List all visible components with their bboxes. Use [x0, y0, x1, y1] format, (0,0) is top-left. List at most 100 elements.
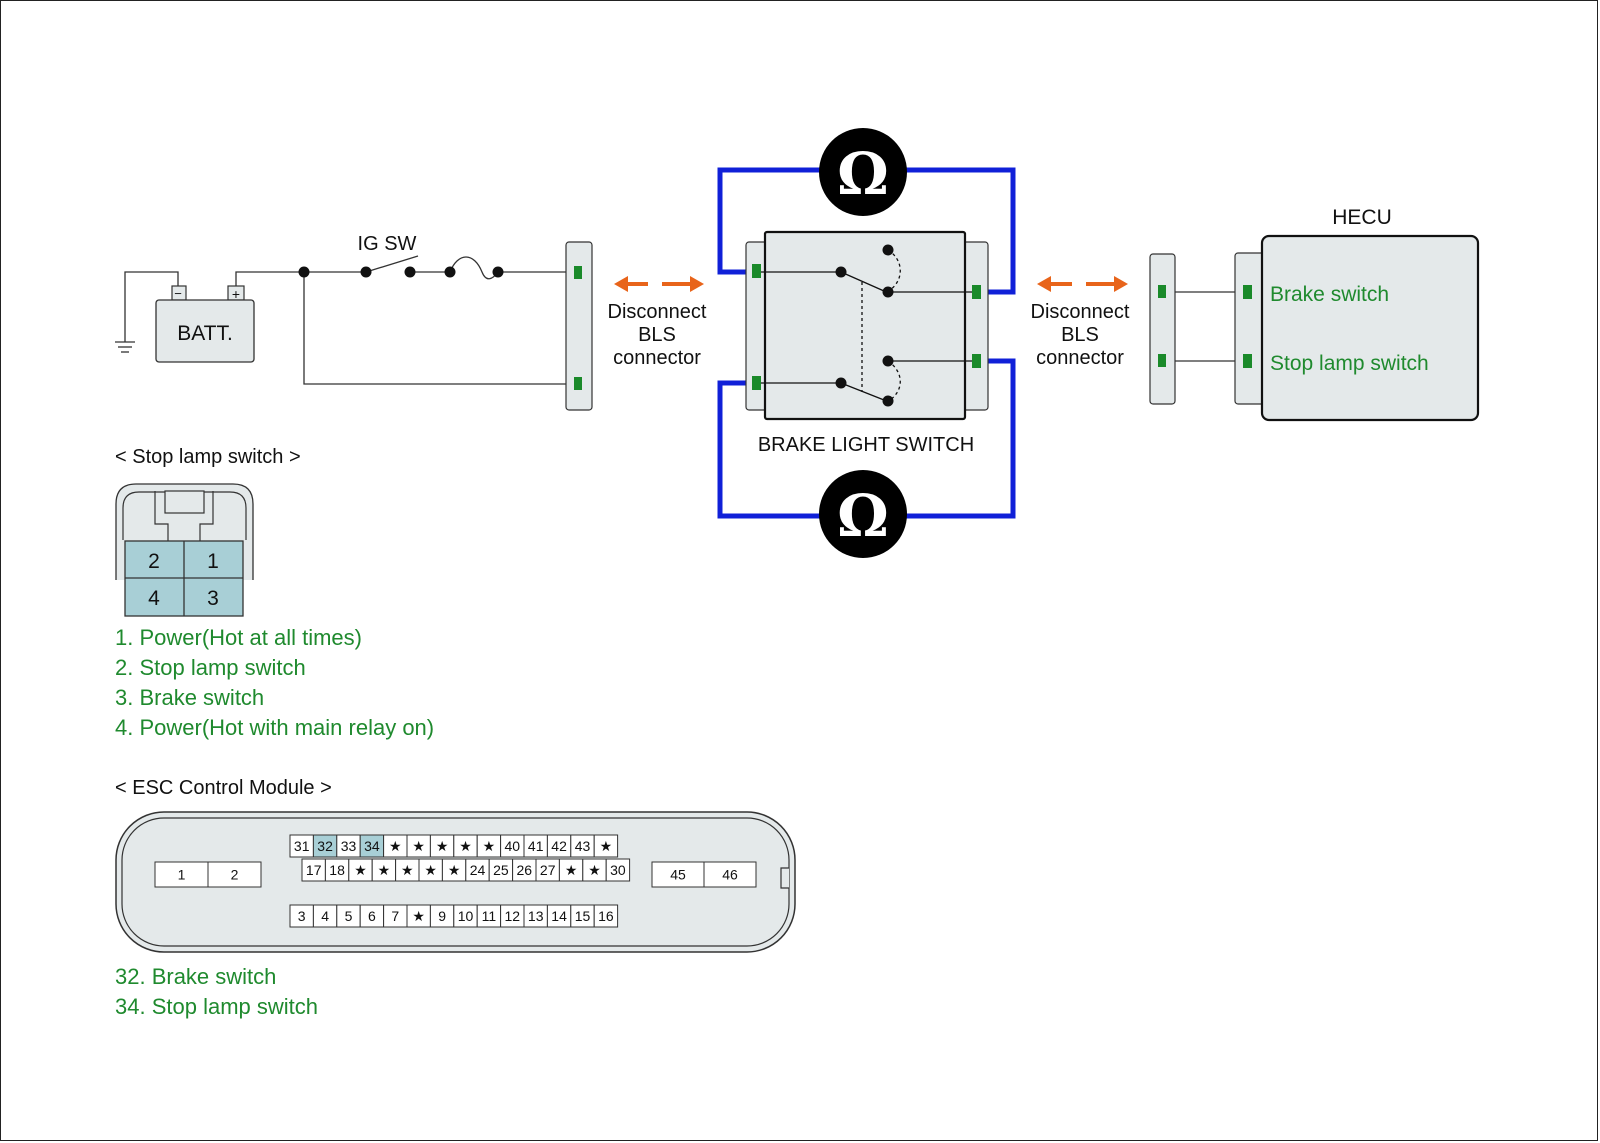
esc-pin-label-mid-0: 17 [306, 862, 322, 878]
svg-text:Disconnect: Disconnect [608, 301, 707, 323]
esc-pin-label-bottom-12: 15 [575, 908, 591, 924]
esc-pin-label-mid-13: 30 [610, 862, 626, 878]
svg-text:connector: connector [1036, 347, 1124, 369]
pin-description-4: 4. Power(Hot with main relay on) [115, 715, 434, 740]
svg-text:BLS: BLS [638, 324, 676, 346]
bls-harness-connector-left [565, 241, 593, 411]
disconnect-label-left: Disconnect BLS connector [608, 301, 707, 369]
esc-pin-label-mid-9: 26 [517, 862, 533, 878]
disconnect-arrows-right [1037, 276, 1128, 292]
esc-pin-label-top-10: 41 [528, 838, 544, 854]
hecu-pin-brake-switch: Brake switch [1270, 283, 1389, 306]
esc-pin-label-bottom-6: 9 [438, 908, 446, 924]
stop-lamp-switch-pin-descriptions: 1. Power(Hot at all times) 2. Stop lamp … [115, 625, 434, 740]
circuit-junction-dots [298, 266, 504, 278]
svg-text:4: 4 [148, 587, 160, 610]
esc-pin-label-top-9: 40 [505, 838, 521, 854]
esc-pin-label-bottom-0: 3 [298, 908, 306, 924]
hecu-wires [1175, 291, 1245, 362]
ohmmeter-top [819, 128, 907, 216]
svg-text:3: 3 [207, 587, 219, 610]
bls-internal-contacts [761, 249, 972, 401]
esc-pin-cell-bottom-13 [593, 904, 619, 928]
hecu-pin-stop-lamp-switch: Stop lamp switch [1270, 352, 1429, 375]
esc-pin-label-top-0: 31 [294, 838, 310, 854]
hecu-label: HECU [1332, 206, 1392, 229]
esc-pin-label-mid-12: ★ [588, 862, 601, 878]
esc-pin-cell-right-block-0 [651, 861, 705, 888]
esc-pin-label-right-block-0: 45 [670, 867, 686, 883]
esc-module-connector [115, 811, 796, 953]
battery-label: BATT. [177, 322, 233, 345]
esc-pin-label-mid-8: 25 [493, 862, 509, 878]
bls-blue-test-leads [717, 167, 1016, 519]
esc-pin-label-bottom-5: ★ [412, 908, 425, 924]
ohmmeter-bottom [819, 470, 907, 558]
esc-pin-cell-mid-13 [605, 858, 631, 882]
esc-pin-cell-right-block-1 [703, 861, 757, 888]
battery [155, 285, 255, 363]
esc-pin-label-mid-3: ★ [378, 862, 391, 878]
esc-pin-label-mid-10: 27 [540, 862, 556, 878]
esc-pin-description-34: 34. Stop lamp switch [115, 994, 318, 1019]
esc-pin-label-bottom-3: 6 [368, 908, 376, 924]
esc-pin-label-mid-11: ★ [565, 862, 578, 878]
svg-text:connector: connector [613, 347, 701, 369]
battery-circuit [115, 255, 578, 385]
svg-text:Disconnect: Disconnect [1031, 301, 1130, 323]
esc-pin-label-mid-6: ★ [448, 862, 461, 878]
esc-pin-label-bottom-13: 16 [598, 908, 614, 924]
svg-text:1: 1 [207, 550, 219, 573]
esc-module-title: < ESC Control Module > [115, 777, 332, 799]
stop-lamp-switch-connector [115, 483, 254, 617]
esc-pin-label-top-2: 33 [341, 838, 357, 854]
esc-pin-label-bottom-1: 4 [321, 908, 329, 924]
esc-pin-label-left-block-1: 2 [231, 867, 239, 883]
esc-pin-label-left-block-0: 1 [178, 867, 186, 883]
ohm-icon-bottom: Ω [837, 482, 889, 550]
bls-contact-dots [835, 244, 894, 407]
esc-pin-label-top-5: ★ [412, 838, 425, 854]
battery-minus-label: − [174, 286, 182, 301]
esc-pin-label-mid-4: ★ [401, 862, 414, 878]
pin-description-3: 3. Brake switch [115, 685, 264, 710]
esc-pin-label-top-4: ★ [389, 838, 402, 854]
brake-light-switch-body [745, 230, 989, 421]
esc-pin-label-mid-5: ★ [424, 862, 437, 878]
esc-pin-label-mid-1: 18 [329, 862, 345, 878]
esc-pin-label-bottom-8: 11 [482, 908, 497, 924]
esc-pin-label-bottom-2: 5 [345, 908, 353, 924]
esc-pin-cell-top-13 [593, 834, 619, 858]
esc-pin-label-top-8: ★ [483, 838, 496, 854]
pin-description-2: 2. Stop lamp switch [115, 655, 306, 680]
esc-pin-label-bottom-9: 12 [505, 908, 521, 924]
disconnect-label-right: Disconnect BLS connector [1031, 301, 1130, 369]
hecu-harness-connector [1149, 253, 1176, 405]
stop-lamp-switch-title: < Stop lamp switch > [115, 446, 301, 468]
esc-pin-label-bottom-4: 7 [391, 908, 399, 924]
disconnect-arrows-left [614, 276, 704, 292]
esc-pin-label-top-6: ★ [436, 838, 449, 854]
esc-pin-label-top-1: 32 [317, 838, 333, 854]
hecu-body [1234, 234, 1480, 422]
esc-pin-label-bottom-7: 10 [458, 908, 474, 924]
brake-light-switch-label: BRAKE LIGHT SWITCH [758, 434, 974, 456]
esc-pin-label-top-13: ★ [600, 838, 613, 854]
svg-text:BLS: BLS [1061, 324, 1099, 346]
ig-sw-label: IG SW [358, 233, 417, 255]
esc-pin-label-mid-2: ★ [354, 862, 367, 878]
esc-pin-label-top-3: 34 [364, 838, 380, 854]
esc-pin-descriptions: 32. Brake switch 34. Stop lamp switch [115, 964, 318, 1019]
esc-pin-label-top-12: 43 [575, 838, 591, 854]
esc-pin-label-right-block-1: 46 [722, 867, 738, 883]
esc-pin-description-32: 32. Brake switch [115, 964, 276, 989]
esc-pin-label-top-7: ★ [459, 838, 472, 854]
esc-pin-label-bottom-10: 13 [528, 908, 544, 924]
esc-pin-label-top-11: 42 [551, 838, 567, 854]
battery-plus-label: + [232, 286, 240, 302]
esc-pin-cell-left-block-1 [207, 861, 262, 888]
ohm-icon-top: Ω [837, 140, 889, 208]
